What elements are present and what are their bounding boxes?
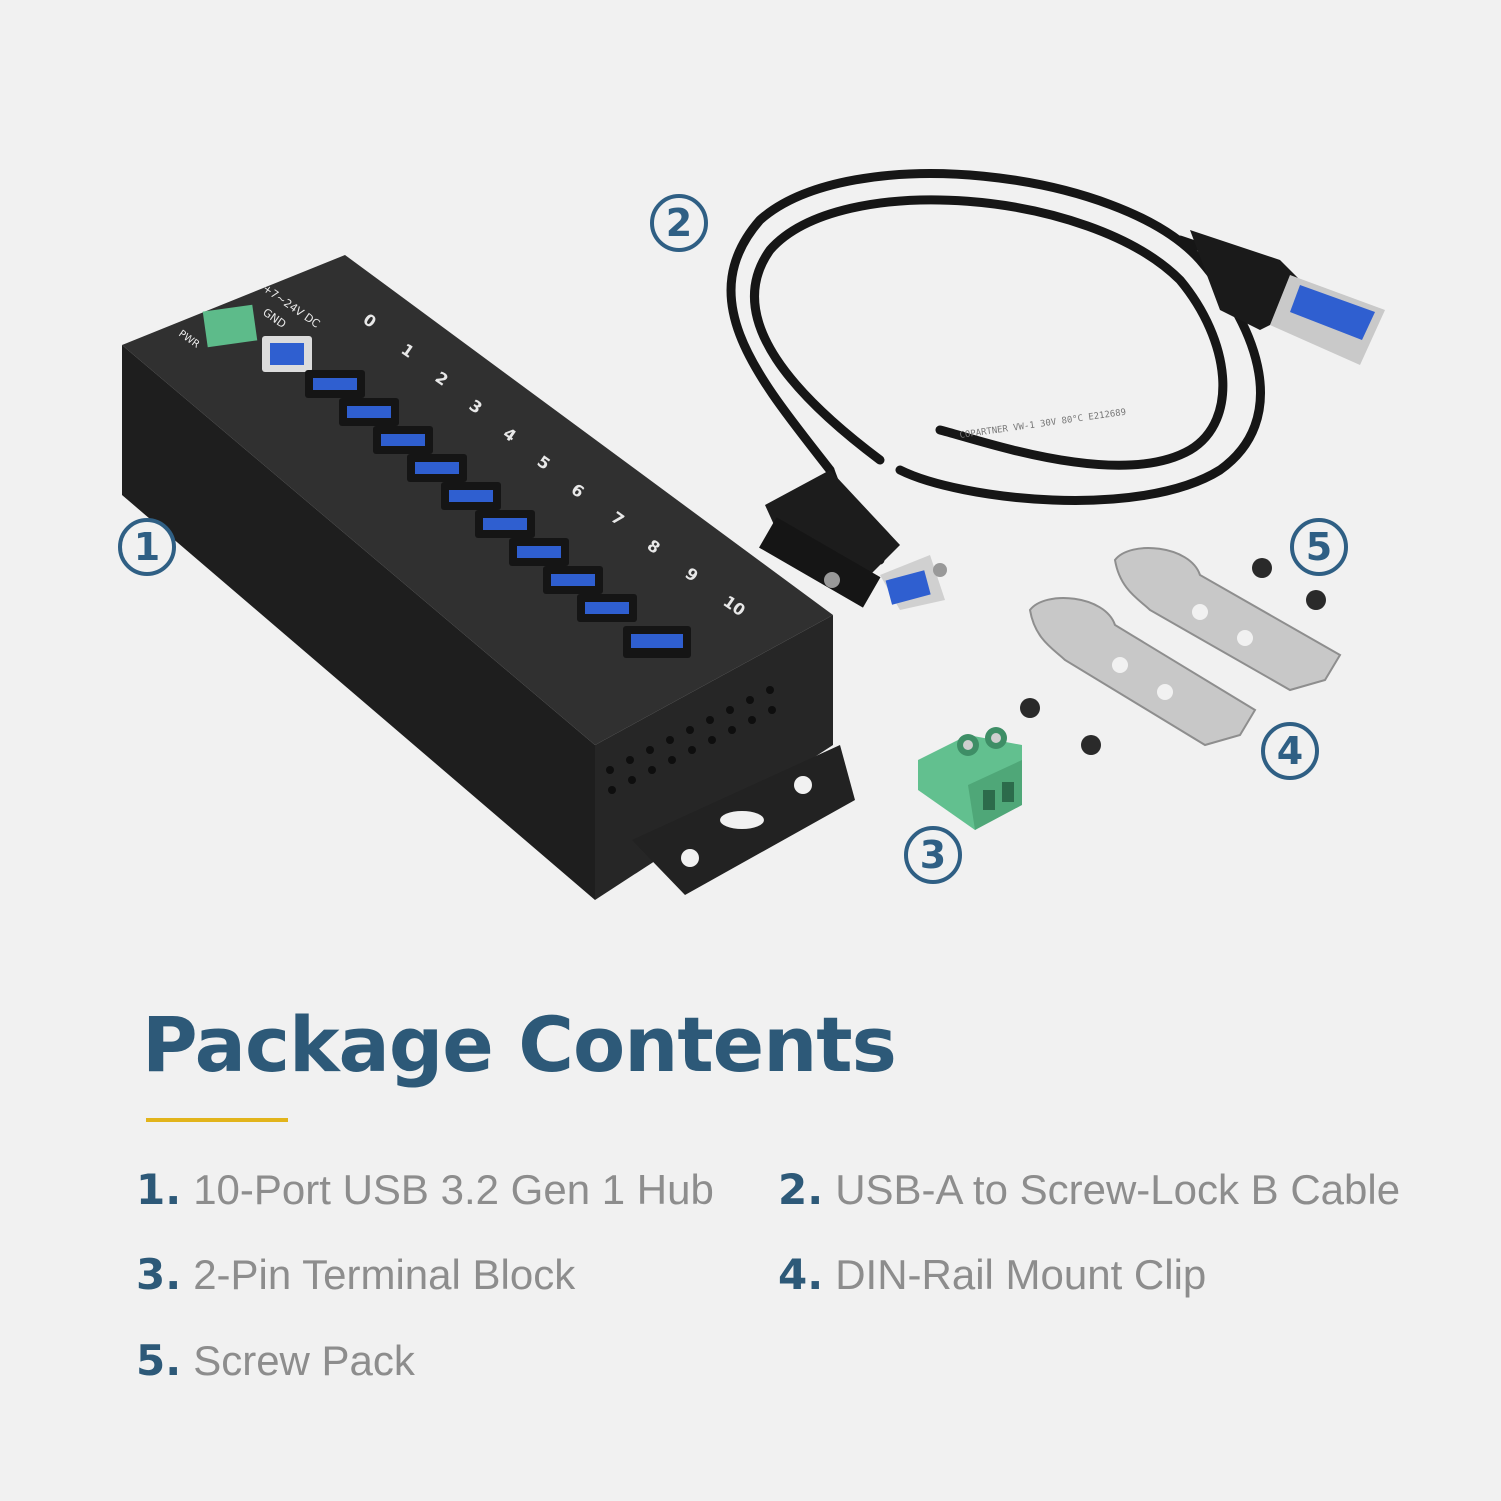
callout-2: 2 [650,194,708,252]
usb-b-plug [759,470,947,610]
item-label: DIN-Rail Mount Clip [835,1251,1207,1298]
usb-a-plug [1190,230,1385,365]
item-number: 1. [136,1165,182,1214]
product-photo: +7~24V DC GND PWR 0 1 2 3 4 5 6 7 8 9 10 [118,169,1385,900]
din-rail-clips [1028,547,1342,747]
content-item-5: 5.Screw Pack [136,1336,415,1385]
item-label: Screw Pack [193,1337,415,1384]
callout-1: 1 [118,518,176,576]
callout-5: 5 [1290,518,1348,576]
usb-a-ports [305,370,691,658]
accent-divider [146,1118,288,1122]
item-label: 10-Port USB 3.2 Gen 1 Hub [193,1166,714,1213]
callout-4: 4 [1261,722,1319,780]
content-item-4: 4.DIN-Rail Mount Clip [778,1250,1206,1299]
item-number: 3. [136,1250,182,1299]
item-label: 2-Pin Terminal Block [193,1251,576,1298]
item-label: USB-A to Screw-Lock B Cable [835,1166,1401,1213]
content-item-3: 3.2-Pin Terminal Block [136,1250,575,1299]
item-number: 5. [136,1336,182,1385]
terminal-block [918,727,1022,830]
item-number: 4. [778,1250,824,1299]
cable-print: COPARTNER VW-1 30V 80°C E212689 [959,408,1127,441]
content-item-1: 1.10-Port USB 3.2 Gen 1 Hub [136,1165,714,1214]
callout-3: 3 [904,826,962,884]
screws [1020,558,1326,755]
usb-hub: +7~24V DC GND PWR 0 1 2 3 4 5 6 7 8 9 10 [122,255,855,900]
section-title: Package Contents [142,1000,897,1089]
content-item-2: 2.USB-A to Screw-Lock B Cable [778,1165,1400,1214]
item-number: 2. [778,1165,824,1214]
